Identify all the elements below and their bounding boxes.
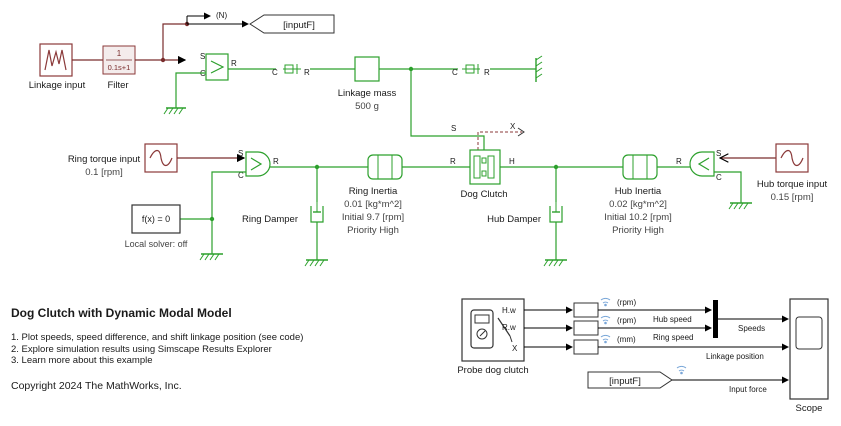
ring-torque-source[interactable] — [144, 143, 178, 173]
ps-converter-3[interactable] — [573, 339, 599, 355]
ring-source-port-c: C — [238, 171, 244, 180]
ring-torque-label: Ring torque input — [68, 154, 141, 165]
hub-inertia-priority: Priority High — [612, 225, 664, 236]
goto-inputf-block[interactable]: [inputF] — [249, 14, 335, 34]
sine-wave-icon — [149, 149, 173, 167]
hub-damper-block[interactable] — [549, 202, 563, 223]
ground-icon-ring-damper — [304, 259, 328, 267]
hub-damper-label: Hub Damper — [487, 214, 541, 225]
ring-inertia-block[interactable] — [367, 154, 403, 180]
filter-block[interactable]: 1 0.1s+1 — [102, 45, 136, 75]
ground-icon-left — [199, 253, 223, 261]
wireless-signal-icons — [600, 297, 687, 375]
probe-port-hw: H.w — [502, 306, 516, 315]
spring2-port-c: C — [452, 68, 458, 77]
clutch-port-x: X — [510, 122, 516, 131]
linkage-input-block[interactable] — [39, 43, 73, 77]
linkage-input-label: Linkage input — [29, 80, 86, 91]
clutch-port-h: H — [509, 157, 515, 166]
probe-label: Probe dog clutch — [457, 365, 528, 376]
hub-inertia-block[interactable] — [622, 154, 658, 180]
clutch-port-s: S — [451, 124, 456, 133]
dog-clutch-label: Dog Clutch — [461, 189, 508, 200]
unit-rpm-1: (rpm) — [617, 298, 636, 307]
translational-hard-stop-1[interactable] — [283, 64, 301, 74]
solver-configuration-block[interactable]: f(x) = 0 — [131, 204, 181, 234]
probe-block[interactable] — [461, 298, 525, 362]
unit-rpm-2: (rpm) — [617, 316, 636, 325]
force-source-port-r: R — [231, 59, 237, 68]
scope-label: Scope — [796, 403, 823, 414]
hub-torque-label: Hub torque input — [757, 179, 828, 190]
input-force-label: Input force — [729, 385, 767, 394]
filter-numerator: 1 — [117, 49, 122, 58]
probe-port-rw: R.w — [502, 323, 516, 332]
filter-label: Filter — [107, 80, 128, 91]
goto-inputf-label: [inputF] — [283, 20, 315, 31]
clutch-port-r: R — [450, 157, 456, 166]
ring-damper-block[interactable] — [310, 202, 324, 223]
spring1-port-c: C — [272, 68, 278, 77]
dog-clutch-block[interactable] — [469, 149, 501, 185]
unit-mm: (mm) — [617, 335, 636, 344]
ps-converter-2[interactable] — [573, 320, 599, 336]
ring-inertia-label: Ring Inertia — [349, 186, 398, 197]
hub-source-port-c: C — [716, 173, 722, 182]
ideal-torque-source-ring[interactable] — [245, 151, 271, 177]
ring-speed-label: Ring speed — [653, 333, 693, 342]
translational-hard-stop-2[interactable] — [462, 64, 480, 74]
info-link-learn[interactable]: 3. Learn more about this example — [11, 355, 153, 366]
speeds-label: Speeds — [738, 324, 765, 333]
filter-denominator: 0.1s+1 — [108, 63, 131, 72]
ps-converter-1[interactable] — [573, 302, 599, 318]
mech-reference-icon — [163, 107, 186, 115]
ground-icon-hub-damper — [543, 259, 567, 267]
info-link-plot[interactable]: 1. Plot speeds, speed difference, and sh… — [11, 332, 304, 343]
model-title: Dog Clutch with Dynamic Modal Model — [11, 306, 232, 320]
hub-source-port-s: S — [716, 149, 721, 158]
linkage-mass-label: Linkage mass — [338, 88, 397, 99]
ideal-force-source[interactable] — [205, 53, 229, 81]
hub-inertia-initial: Initial 10.2 [rpm] — [604, 212, 672, 223]
signal-builder-icon — [44, 49, 67, 71]
hub-speed-label: Hub speed — [653, 315, 692, 324]
solver-label: Local solver: off — [125, 239, 188, 249]
scope-block[interactable] — [789, 298, 829, 400]
spring1-port-r: R — [304, 68, 310, 77]
force-source-port-s: S — [200, 52, 205, 61]
linkage-mass-value: 500 g — [355, 101, 379, 112]
hub-torque-value: 0.15 [rpm] — [771, 192, 814, 203]
linkage-position-label: Linkage position — [706, 352, 764, 361]
ring-source-port-r: R — [273, 157, 279, 166]
solver-equation: f(x) = 0 — [142, 214, 170, 224]
wall-reference-icon — [535, 55, 543, 82]
spring2-port-r: R — [484, 68, 490, 77]
hub-torque-source[interactable] — [775, 143, 809, 173]
info-link-explore[interactable]: 2. Explore simulation results using Sims… — [11, 343, 272, 355]
mux-block[interactable] — [713, 300, 718, 338]
sine-wave-icon — [780, 149, 804, 167]
hub-source-port-r: R — [676, 157, 682, 166]
ring-inertia-value: 0.01 [kg*m^2] — [344, 199, 402, 210]
from-inputf-label: [inputF] — [609, 376, 641, 387]
copyright: Copyright 2024 The MathWorks, Inc. — [11, 379, 182, 392]
hub-inertia-label: Hub Inertia — [615, 186, 662, 197]
scope-screen-icon — [795, 316, 823, 350]
ring-inertia-priority: Priority High — [347, 225, 399, 236]
ring-inertia-initial: Initial 9.7 [rpm] — [342, 212, 404, 223]
probe-port-x: X — [512, 344, 518, 353]
ideal-torque-source-hub[interactable] — [689, 151, 715, 177]
from-inputf-block[interactable]: [inputF] — [587, 371, 673, 389]
goto-neutral-label: (N) — [216, 11, 227, 20]
ring-damper-label: Ring Damper — [242, 214, 298, 225]
info-panel: Dog Clutch with Dynamic Modal Model 1. P… — [11, 306, 341, 392]
hub-inertia-value: 0.02 [kg*m^2] — [609, 199, 667, 210]
ground-icon-right — [728, 202, 752, 210]
linkage-mass-block[interactable] — [354, 56, 380, 82]
ring-source-port-s: S — [238, 149, 243, 158]
ring-torque-value: 0.1 [rpm] — [85, 167, 123, 178]
